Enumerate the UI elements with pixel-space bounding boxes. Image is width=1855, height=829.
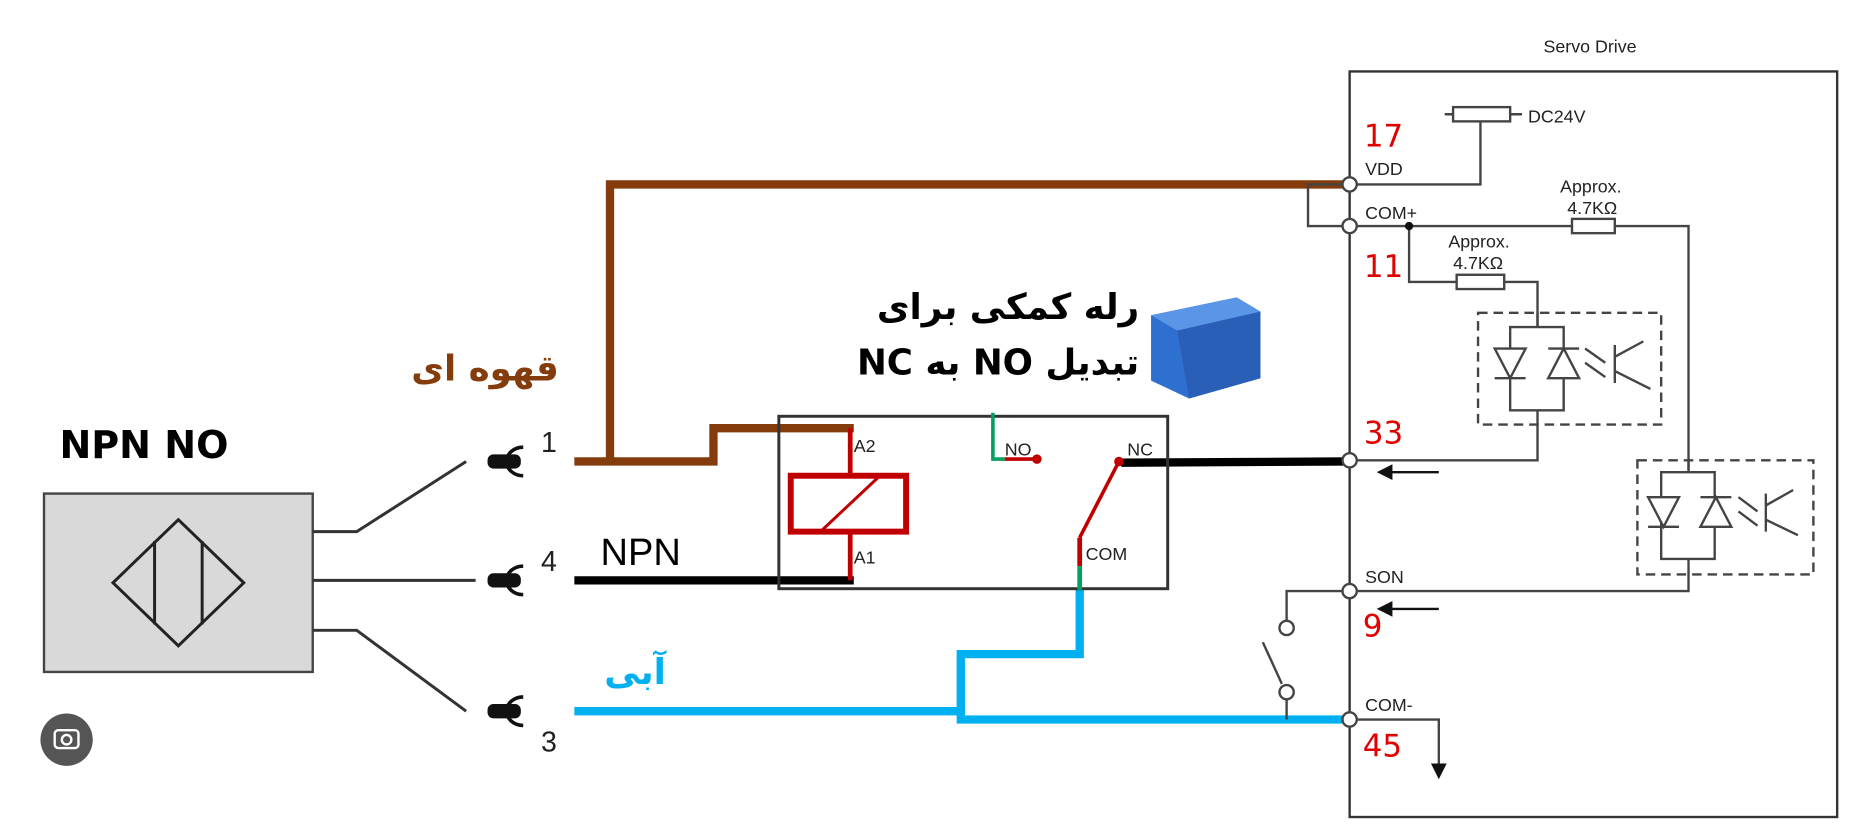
pin-number-45: 45 [1363,728,1402,764]
brown-wire-label: قهوه ای [411,349,559,390]
servo-drive-title: Servo Drive [1543,36,1636,56]
no-contact-green [991,412,1005,461]
current-arrow-icons [1376,464,1447,780]
resistor-icon [1570,217,1616,235]
pin-number-17: 17 [1364,118,1403,154]
servo-drive-box [1348,70,1839,819]
junction-dot [1404,221,1414,231]
terminal-com-minus [1341,711,1358,728]
terminal-name-vdd: VDD [1365,159,1403,179]
terminal-name-com-minus: COM- [1365,695,1413,715]
resistor-value-label: 4.7KΩ [1567,198,1617,218]
resistor-approx-label: Approx. [1560,177,1621,197]
supply-label: DC24V [1528,107,1586,127]
terminal-name-son: SON [1365,567,1404,587]
terminal-com-plus [1341,217,1358,235]
terminal-name-com-plus: COM+ [1365,203,1417,223]
pin-number-33: 33 [1364,416,1403,452]
black-nc-wire [1121,457,1350,467]
pin-label-1: 1 [541,427,557,459]
proximity-sensor [42,492,314,674]
sensor-title: NPN NO [59,423,228,467]
no-label: NO [1005,440,1032,460]
pin-label-3: 3 [541,727,557,759]
sensor-cables [312,460,476,713]
relay-switch-arm [1078,463,1120,539]
relay-coil [787,428,910,581]
relay-photo-icon [1151,297,1261,399]
pin-number-9: 9 [1363,608,1383,644]
pin-number-11: 11 [1364,249,1403,285]
terminal-vdd [1341,176,1358,193]
connector-plugs [487,445,524,728]
lens-search-icon[interactable] [40,713,93,766]
resistor-value-label: 4.7KΩ [1453,253,1503,273]
relay-caption-line1: رله کمکی برای [877,287,1139,328]
blue-wire [574,707,1350,724]
resistor-approx-label: Approx. [1448,231,1509,251]
brown-wire [574,424,854,466]
nc-label: NC [1127,440,1153,460]
relay-box [777,414,1170,591]
terminal-son [1341,582,1358,600]
relay-caption-line2: تبدیل NO به NC [857,343,1139,384]
fuse-icon [1451,105,1512,123]
servo-internal-wiring [1261,113,1690,768]
coil-a1-label: A1 [854,548,876,568]
pin-label-4: 4 [541,546,557,578]
son-switch-contact [1278,619,1295,637]
blue-wire-to-com [956,588,1084,714]
terminal-33 [1341,451,1358,469]
optocoupler-icon [1636,459,1815,576]
son-switch-contact [1278,683,1295,701]
blue-wire-label: آبی [604,650,666,693]
optocoupler-icon [1476,311,1663,426]
resistor-icon [1455,273,1506,291]
brown-wire-to-vdd [605,180,1350,462]
com-label: COM [1086,544,1128,564]
npn-wire-label: NPN [600,532,680,574]
coil-a2-label: A2 [854,436,876,456]
no-contact-dot [1032,454,1042,464]
